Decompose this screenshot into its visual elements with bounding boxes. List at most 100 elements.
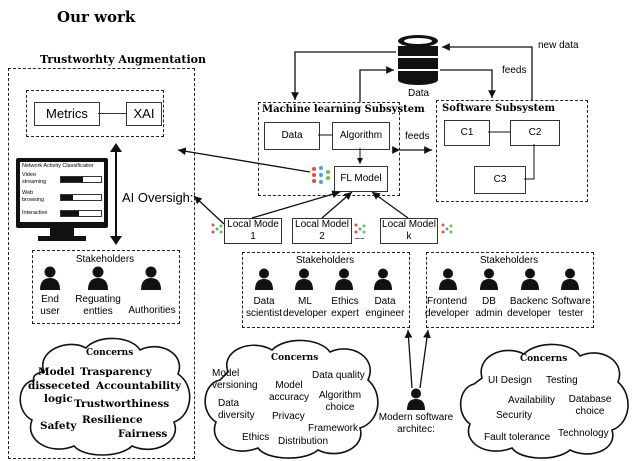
concern-item: Framework (308, 423, 359, 434)
classifier-bar-fill (61, 177, 83, 182)
ml-to-db-arrow (359, 66, 394, 102)
monitor-base (38, 236, 86, 241)
local-model-box: Local Model 2 (292, 218, 352, 244)
augmentation-stakeholders-panel (32, 250, 180, 324)
stakeholder-label: Software tester (551, 296, 591, 319)
person-icon (373, 268, 393, 290)
classifier-row-label: Interactive (22, 210, 48, 216)
new-data-label: new data (538, 40, 579, 51)
stakeholder-label: ML developer (283, 296, 327, 319)
sw-stakeholders-panel (426, 252, 594, 328)
stakeholder-label: Frontend developer (425, 296, 469, 319)
concerns-title: Concerns (271, 353, 319, 363)
sw-subsystem-title: Software Subsystem (442, 103, 556, 114)
stakeholder-label: DB admin (475, 296, 503, 319)
classifier-row-label: Video streaming (22, 172, 47, 185)
augmentation-panel (8, 68, 195, 459)
database-icon (398, 35, 438, 85)
neural-network-icon (312, 166, 330, 184)
database-label: Data (408, 88, 430, 99)
concern-item: Data diversity (218, 398, 255, 421)
db-feeds-sw-arrow (440, 69, 496, 98)
person-icon (140, 266, 162, 290)
concern-item: Model accuracy (268, 380, 309, 403)
architect-to-sw-stakeholders (419, 329, 431, 389)
page-title: Our work (57, 8, 136, 26)
concern-item: Accountability (96, 380, 182, 392)
ml-sw-feeds-label: feeds (405, 131, 430, 142)
person-icon (560, 268, 580, 290)
person-icon (520, 268, 540, 290)
classifier-row-label: Web browsing (22, 190, 45, 203)
person-icon (87, 266, 109, 290)
person-icon (39, 266, 61, 290)
concern-item: Model versioning (212, 368, 258, 391)
ml-subsystem-title: Machine learning Subsystem (262, 104, 425, 115)
metrics-xai-panel (26, 90, 164, 137)
ml-algorithm-box: Algorithm (332, 122, 390, 150)
concern-item: Ethics (242, 432, 270, 443)
ml-data-box: Data (264, 122, 320, 150)
stakeholder-label: Data engineer (365, 296, 405, 319)
neural-network-icon (441, 223, 453, 234)
classifier-bar-track (60, 194, 102, 201)
xai-box: XAI (126, 102, 162, 126)
concern-item: Algorithm choice (318, 390, 362, 413)
person-icon (479, 268, 499, 290)
local-model-ellipsis: ........ (354, 232, 365, 241)
concern-item: Testing (546, 375, 578, 386)
db-to-ml-arrow (291, 51, 396, 100)
local-to-augmentation-arrow (193, 195, 225, 225)
local-model-box: Local Mode 1 (224, 218, 282, 244)
architect-to-ml-stakeholders (404, 329, 413, 389)
person-icon (438, 268, 458, 290)
concern-item: Privacy (272, 411, 305, 422)
concern-item: Security (496, 410, 533, 421)
concerns-title: Concerns (520, 354, 568, 364)
stakeholder-label: Data scientist (245, 296, 283, 319)
fl-model-box: FL Model (334, 166, 388, 192)
concerns-title: Concerns (86, 348, 134, 358)
component-box: C2 (510, 120, 560, 146)
concern-item: Database choice (568, 394, 612, 417)
concern-item: Data quality (312, 370, 365, 381)
ml-stakeholders-panel (242, 252, 410, 328)
concern-item: Fairness (118, 428, 168, 440)
concern-item: UI Design (488, 375, 532, 386)
concern-item: Distribution (278, 436, 329, 447)
metrics-box: Metrics (34, 102, 100, 126)
concerns-cloud (459, 343, 629, 459)
person-icon (334, 268, 354, 290)
concern-item: Availability (508, 395, 556, 406)
classifier-bar-fill (61, 195, 73, 200)
stakeholder-label: Reguating entties (75, 294, 121, 317)
stakeholder-label: Backenc developer (507, 296, 551, 319)
ai-oversight-label: AI Oversigh: (122, 190, 194, 205)
monitor-stand (50, 228, 74, 236)
oversight-arrow (110, 143, 122, 245)
stakeholders-title: Stakeholders (479, 255, 539, 266)
concern-item: Technology (558, 428, 609, 439)
concern-item: Fault tolerance (484, 432, 551, 443)
classifier-bar-track (60, 176, 102, 183)
db-feeds-label: feeds (502, 65, 527, 76)
person-icon (254, 268, 274, 290)
augmentation-title: Trustworhty Augmentation (40, 53, 207, 66)
concern-item: disseceted (28, 380, 90, 392)
concerns-cloud (204, 339, 379, 459)
sw-subsystem-panel (436, 100, 588, 202)
person-icon (294, 268, 314, 290)
metrics-xai-connector (98, 113, 126, 114)
concern-item: Trasparency (80, 366, 152, 378)
concern-item: Safety (40, 420, 77, 432)
neural-network-icon (354, 223, 366, 234)
concern-item: Resilience (82, 414, 143, 426)
stakeholder-label: Authorities (128, 305, 176, 316)
classifier-bar-fill (61, 211, 79, 216)
component-box: C3 (474, 166, 526, 194)
concerns-cloud (19, 337, 191, 456)
classifier-bar-track (60, 210, 102, 217)
local-model-box: Local Model k (380, 218, 438, 244)
stakeholders-title: Stakeholders (75, 254, 135, 265)
concern-item: Trustworthiness (74, 398, 170, 410)
